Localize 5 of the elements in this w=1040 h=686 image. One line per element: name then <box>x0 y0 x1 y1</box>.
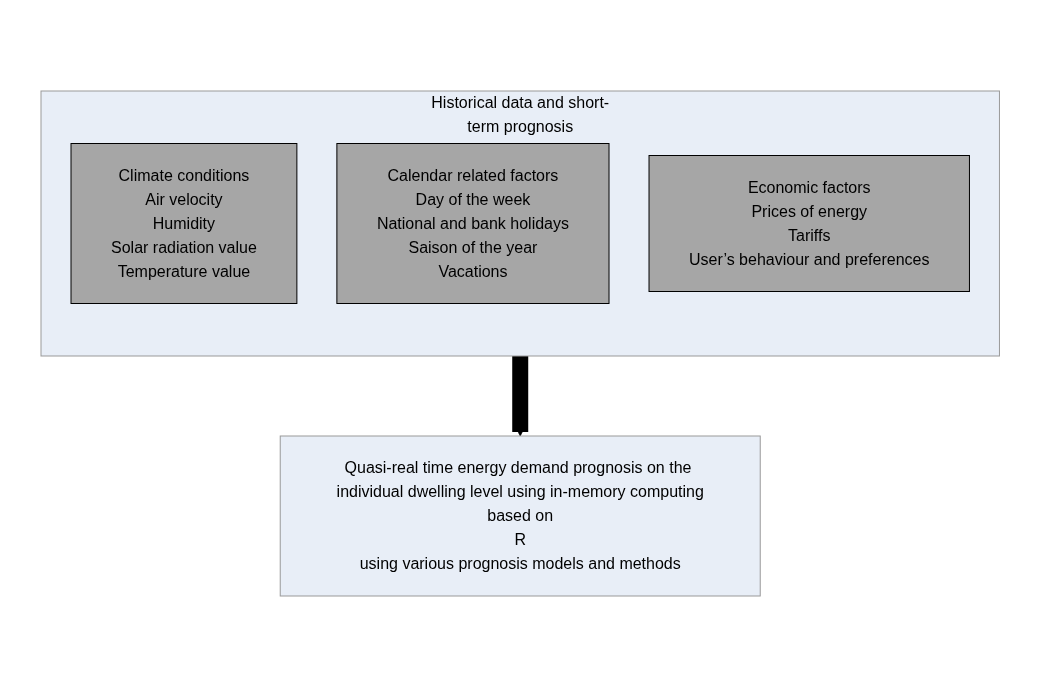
node-box: Calendar related factors Day of the week National and bank holidays Saison of the year Vacations <box>336 142 610 304</box>
arrow <box>512 354 528 436</box>
node-box: Climate conditions Air velocity Humidity Solar radiation value Temperature value <box>70 142 298 304</box>
node-box: Economic factors Prices of energy Tariffs User’s behaviour and preferences <box>648 154 970 292</box>
node-box: Quasi-real time energy demand prognosis on the individual dwelling level using in-memory computing based on R using various prognosis models and methods <box>279 435 761 596</box>
